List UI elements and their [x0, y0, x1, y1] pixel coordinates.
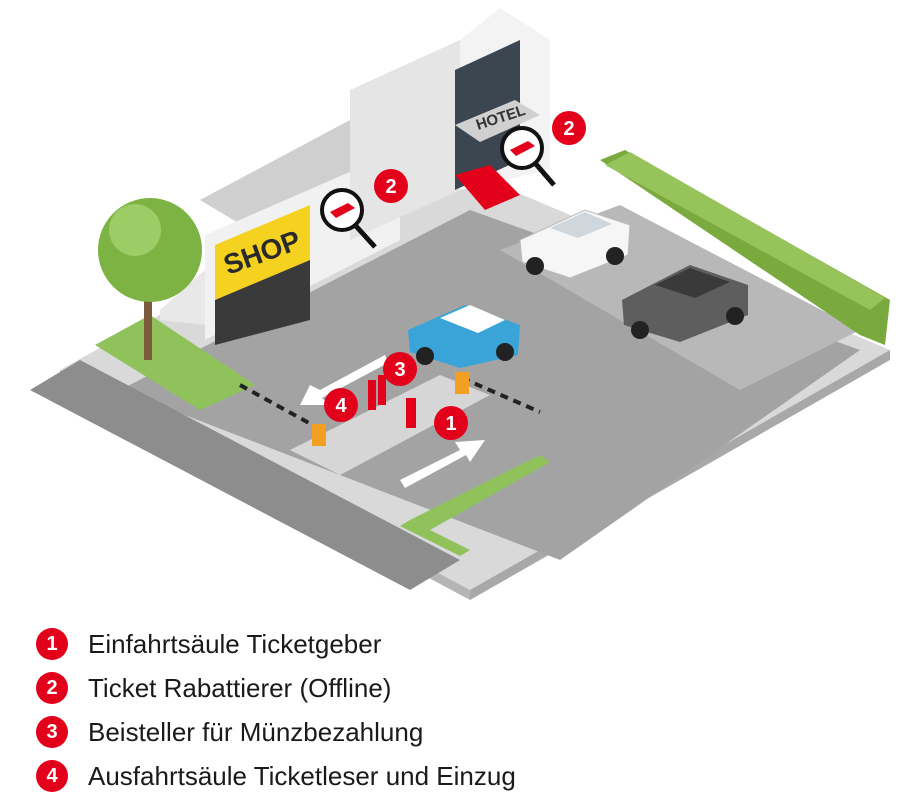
svg-text:2: 2: [385, 176, 396, 198]
marker-2-shop: 2: [374, 169, 408, 203]
tree-crown-highlight: [109, 204, 161, 256]
svg-text:2: 2: [563, 118, 574, 140]
legend-label-3: Beisteller für Münzbezahlung: [88, 716, 424, 747]
exit-arrow: [300, 355, 388, 405]
legend-item-2: 2 Ticket Rabattierer (Offline): [36, 666, 876, 710]
hotel-red-carpet: [455, 165, 520, 210]
shop-sign-band: [215, 205, 310, 300]
grass-bottom-2: [400, 520, 470, 556]
hedge-top: [605, 152, 885, 310]
marker-3: 3: [383, 352, 417, 386]
entry-barrier: [461, 376, 541, 414]
terminal-pay-1: [368, 380, 376, 410]
exit-barrier-post: [312, 424, 326, 446]
grass-bottom: [410, 455, 550, 530]
legend-badge-1: 1: [36, 628, 68, 660]
grass-left: [95, 315, 255, 410]
exit-barrier: [239, 383, 319, 430]
magnifier-icon-shop: [320, 188, 377, 249]
parking-lot-illustration: SHOP HOTEL 2: [30, 8, 890, 600]
legend-item-4: 4 Ausfahrtsäule Ticketleser und Einzug: [36, 754, 876, 798]
dark-car: [622, 265, 748, 342]
legend-badge-2: 2: [36, 672, 68, 704]
road-strip: [30, 360, 460, 590]
marker-1: 1: [434, 406, 468, 440]
legend-label-1: Einfahrtsäule Ticketgeber: [88, 628, 382, 659]
svg-text:4: 4: [335, 395, 347, 417]
legend-item-1: 1 Einfahrtsäule Ticketgeber: [36, 622, 876, 666]
legend-label-2: Ticket Rabattierer (Offline): [88, 672, 392, 703]
terminal-entry: [406, 398, 416, 428]
legend: 1 Einfahrtsäule Ticketgeber 2 Ticket Rab…: [36, 622, 876, 798]
white-car: [519, 209, 631, 279]
magnifier-icon-hotel: [500, 126, 556, 187]
shop-window: [215, 260, 310, 345]
traffic-island: [290, 375, 490, 475]
terminal-pay-2: [378, 375, 386, 405]
marker-2-hotel: 2: [552, 111, 586, 145]
svg-text:3: 3: [394, 359, 405, 381]
svg-text:1: 1: [445, 413, 456, 435]
legend-label-4: Ausfahrtsäule Ticketleser und Einzug: [88, 760, 516, 791]
blue-car: [408, 305, 520, 368]
legend-item-3: 3 Beisteller für Münzbezahlung: [36, 710, 876, 754]
hotel-canopy: [455, 100, 540, 142]
entry-barrier-post: [455, 372, 469, 394]
legend-badge-4: 4: [36, 760, 68, 792]
marker-4: 4: [324, 388, 358, 422]
tree-trunk: [144, 290, 152, 360]
legend-badge-3: 3: [36, 716, 68, 748]
entry-arrow: [400, 440, 485, 488]
